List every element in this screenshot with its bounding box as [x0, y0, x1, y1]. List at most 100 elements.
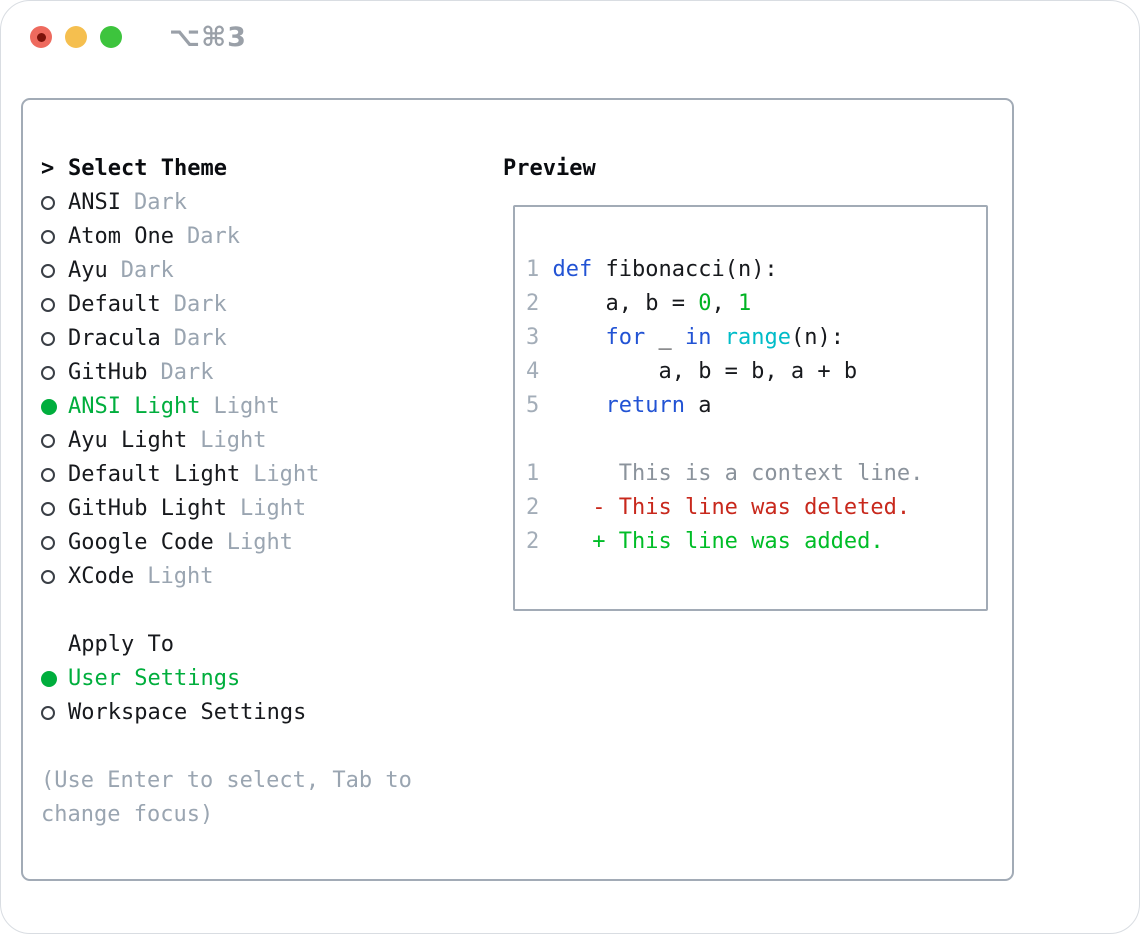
- theme-name: GitHub Light: [68, 496, 227, 521]
- theme-variant-badge: Light: [200, 428, 267, 453]
- close-button[interactable]: [30, 26, 52, 48]
- hint-line-1: (Use Enter to select, Tab to: [41, 768, 412, 793]
- radio-unselected-icon: [41, 706, 55, 720]
- theme-variant-badge: Light: [226, 530, 293, 555]
- radio-unselected-icon: [41, 230, 55, 244]
- apply-option-workspace-settings[interactable]: Workspace Settings: [41, 696, 412, 730]
- spacer: [41, 594, 412, 628]
- radio-unselected-icon: [41, 366, 55, 380]
- radio-unselected-icon: [41, 298, 55, 312]
- code-segment: def: [552, 257, 593, 282]
- code-segment: - This line was deleted.: [552, 495, 911, 520]
- diff-line: 2 + This line was added.: [526, 525, 986, 559]
- code-segment: [711, 325, 724, 350]
- theme-option-ayu[interactable]: Ayu Dark: [41, 254, 412, 288]
- window-title: ⌥⌘3: [169, 21, 247, 53]
- maximize-button[interactable]: [100, 26, 122, 48]
- theme-variant-badge: Light: [213, 394, 280, 419]
- select-theme-title: Select Theme: [68, 156, 227, 181]
- theme-option-ansi[interactable]: ANSI Dark: [41, 186, 412, 220]
- radio-unselected-icon: [41, 502, 55, 516]
- line-number: 4: [526, 359, 553, 384]
- line-number: 1: [526, 257, 553, 282]
- code-segment: a: [684, 393, 712, 418]
- radio-unselected-icon: [41, 264, 55, 278]
- code-segment: return: [605, 393, 685, 418]
- line-number: 1: [526, 461, 553, 486]
- theme-option-google-code[interactable]: Google Code Light: [41, 526, 412, 560]
- code-line: 2 a, b = 0, 1: [526, 287, 986, 321]
- apply-to-header: Apply To: [68, 632, 174, 657]
- code-segment: 0: [698, 291, 712, 316]
- radio-unselected-icon: [41, 468, 55, 482]
- radio-unselected-icon: [41, 536, 55, 550]
- theme-name: Default Light: [68, 462, 241, 487]
- minimize-button[interactable]: [65, 26, 87, 48]
- theme-variant-badge: Dark: [133, 190, 187, 215]
- line-number: 2: [526, 495, 553, 520]
- titlebar: ⌥⌘3: [1, 1, 1139, 73]
- code-segment: range: [724, 325, 791, 350]
- theme-name: Ayu: [68, 258, 108, 283]
- code-segment: [553, 325, 606, 350]
- code-segment: a, b =: [552, 291, 699, 316]
- code-segment: + This line was added.: [552, 529, 884, 554]
- line-number: 3: [526, 325, 553, 350]
- radio-unselected-icon: [41, 332, 55, 346]
- theme-variant-badge: Light: [253, 462, 320, 487]
- focus-caret: >: [41, 156, 55, 181]
- apply-option-user-settings[interactable]: User Settings: [41, 662, 412, 696]
- diff-line: 2 - This line was deleted.: [526, 491, 986, 525]
- theme-name: XCode: [68, 564, 135, 589]
- theme-variant-badge: Dark: [160, 360, 214, 385]
- code-segment: fibonacci(n):: [592, 257, 778, 282]
- spacer: [41, 730, 412, 764]
- theme-option-ayu-light[interactable]: Ayu Light Light: [41, 424, 412, 458]
- theme-variant-badge: Dark: [173, 292, 227, 317]
- line-number: 2: [526, 291, 553, 316]
- theme-option-default-light[interactable]: Default Light Light: [41, 458, 412, 492]
- code-segment: in: [684, 325, 712, 350]
- radio-unselected-icon: [41, 570, 55, 584]
- code-line: 1 def fibonacci(n):: [526, 253, 986, 287]
- code-segment: This is a context line.: [552, 461, 924, 486]
- theme-name: Dracula: [68, 326, 161, 351]
- theme-option-ansi-light[interactable]: ANSI Light Light: [41, 390, 412, 424]
- theme-option-dracula[interactable]: Dracula Dark: [41, 322, 412, 356]
- diff-line: 1 This is a context line.: [526, 457, 986, 491]
- code-line: 4 a, b = b, a + b: [526, 355, 986, 389]
- close-button-dot: [36, 32, 46, 42]
- code-line: 3 for _ in range(n):: [526, 321, 986, 355]
- theme-variant-badge: Dark: [173, 326, 227, 351]
- line-number: 5: [526, 393, 553, 418]
- apply-option-label: User Settings: [68, 666, 241, 691]
- code-segment: _: [645, 325, 685, 350]
- select-theme-header: > Select Theme: [41, 152, 412, 186]
- theme-name: ANSI Light: [68, 394, 201, 419]
- theme-name: Ayu Light: [68, 428, 188, 453]
- theme-option-github[interactable]: GitHub Dark: [41, 356, 412, 390]
- theme-variant-badge: Dark: [186, 224, 240, 249]
- theme-name: GitHub: [68, 360, 148, 385]
- theme-name: Google Code: [68, 530, 214, 555]
- theme-name: ANSI: [68, 190, 121, 215]
- radio-unselected-icon: [41, 196, 55, 210]
- code-segment: (n):: [790, 325, 844, 350]
- theme-option-xcode[interactable]: XCode Light: [41, 560, 412, 594]
- code-segment: a, b = b, a + b: [552, 359, 858, 384]
- theme-option-atom-one[interactable]: Atom One Dark: [41, 220, 412, 254]
- theme-variant-badge: Light: [147, 564, 214, 589]
- theme-variant-badge: Dark: [120, 258, 174, 283]
- radio-selected-icon: [41, 399, 57, 415]
- theme-name: Atom One: [68, 224, 174, 249]
- radio-unselected-icon: [41, 434, 55, 448]
- code-segment: for: [605, 325, 646, 350]
- hint-line-2: change focus): [41, 802, 214, 827]
